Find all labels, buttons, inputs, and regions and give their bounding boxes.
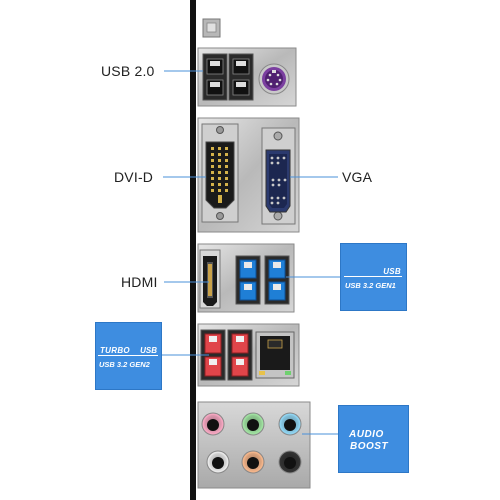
badge-usb32gen1-logo: USB xyxy=(383,267,401,276)
label-vga: VGA xyxy=(342,169,372,185)
audio-jack-icon xyxy=(242,451,264,473)
label-usb20: USB 2.0 xyxy=(101,63,155,79)
badge-turbo-underline xyxy=(98,355,158,356)
lan-port-icon xyxy=(256,332,294,378)
badge-audio-boost: AUDIO BOOST xyxy=(338,405,409,473)
badge-usb32gen1-underline xyxy=(344,276,402,277)
clear-cmos-button-icon xyxy=(203,19,220,37)
ps2-port-icon xyxy=(259,64,289,94)
badge-usb32gen1-text: USB 3.2 GEN1 xyxy=(345,281,396,290)
badge-turbo-text: USB 3.2 GEN2 xyxy=(99,360,150,369)
vga-port-icon xyxy=(262,128,295,224)
dvi-vga-block xyxy=(198,118,299,232)
usb-port-icon xyxy=(229,54,253,100)
audio-jack-icon xyxy=(207,451,229,473)
dvi-port-icon xyxy=(202,124,238,222)
usb32gen2-lan-block xyxy=(198,324,299,386)
badge-audio-line2: BOOST xyxy=(350,441,388,452)
audio-jack-icon xyxy=(242,413,264,435)
audio-jack-icon xyxy=(279,413,301,435)
usb-port-icon xyxy=(236,256,260,304)
audio-jack-icon xyxy=(279,451,301,473)
usb-port-icon xyxy=(228,330,252,380)
audio-jack-icon xyxy=(202,413,224,435)
badge-audio-line1: AUDIO xyxy=(349,429,384,440)
hdmi-port-icon xyxy=(200,250,220,308)
badge-turbo-logo: USB xyxy=(140,346,157,355)
panel-edge-bar xyxy=(190,0,196,500)
badge-usb32gen1: USB USB 3.2 GEN1 xyxy=(340,243,407,311)
hdmi-usb32gen1-block xyxy=(198,244,294,312)
usb20-ps2-block xyxy=(198,48,296,106)
label-hdmi: HDMI xyxy=(121,274,158,290)
usb-port-icon xyxy=(203,54,227,100)
badge-turbo-usb32gen2: TURBO USB USB 3.2 GEN2 xyxy=(95,322,162,390)
usb-port-icon xyxy=(265,256,289,304)
badge-turbo-prefix: TURBO xyxy=(100,346,130,355)
audio-block xyxy=(198,402,310,488)
label-dvid: DVI-D xyxy=(114,169,153,185)
